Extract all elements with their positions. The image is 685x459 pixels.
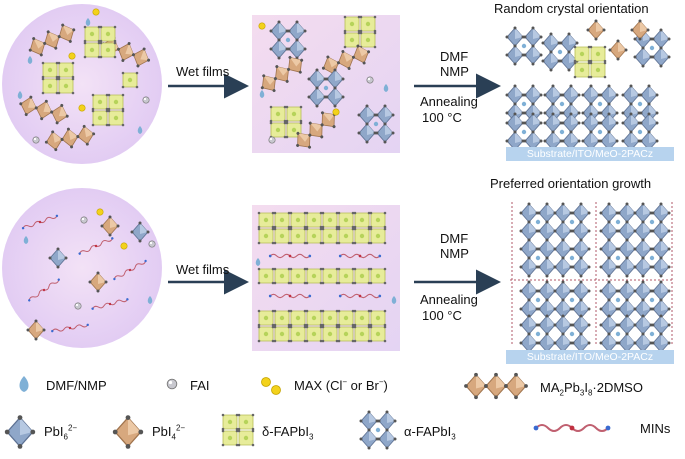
- legend-pbi6-label: PbI62−: [44, 423, 78, 442]
- fai-icon: [166, 378, 178, 390]
- pbi4-icon: [112, 414, 144, 450]
- top-result-title: Random crystal orientation: [494, 1, 649, 16]
- legend-delta-label: δ-FAPbI3: [262, 424, 314, 442]
- top-anneal-label-2: 100 °C: [422, 110, 462, 125]
- top-result-crystals: [506, 19, 671, 152]
- dmf-nmp-icon: [19, 376, 29, 392]
- bottom-substrate-label: Substrate/ITO/MeO-2PACz: [506, 350, 674, 364]
- top-wet-films-label: Wet films: [176, 64, 230, 79]
- max-icon: [261, 377, 281, 395]
- bottom-result-crystals: [506, 196, 674, 354]
- legend-pbi4-label: PbI42−: [152, 423, 186, 442]
- top-wet-film-panel: [252, 15, 400, 154]
- bottom-wet-films-label: Wet films: [176, 262, 230, 277]
- bottom-wet-film-panel: [252, 205, 400, 351]
- bottom-anneal-label-1: Annealing: [420, 292, 478, 307]
- bottom-anneal-label-2: 100 °C: [422, 308, 462, 323]
- top-solvent-label-2: NMP: [440, 64, 469, 79]
- legend-fai-label: FAI: [190, 378, 210, 393]
- top-substrate-label: Substrate/ITO/MeO-2PACz: [506, 147, 674, 161]
- top-precursor-circle: [2, 4, 162, 164]
- bottom-solvent-label-1: DMF: [440, 231, 469, 246]
- legend-dmf-nmp-label: DMF/NMP: [46, 378, 107, 393]
- legend-max-label: MAX (Cl− or Br−): [294, 377, 388, 393]
- legend-alpha-label: α-FAPbI3: [404, 424, 456, 442]
- legend-ma-pb-label: MA2Pb3I8·2DMSO: [540, 380, 643, 398]
- alpha-fapbi3-icon: [360, 411, 397, 450]
- delta-fapbi3-icon: [222, 414, 255, 447]
- top-solvent-label-1: DMF: [440, 49, 469, 64]
- bottom-result-title: Preferred orientation growth: [490, 176, 652, 191]
- legend-mins-label: MINs: [640, 421, 671, 436]
- bottom-solvent-label-2: NMP: [440, 246, 469, 261]
- top-anneal-label-1: Annealing: [420, 94, 478, 109]
- mins-icon: [532, 424, 612, 432]
- bottom-precursor-circle: [2, 188, 162, 348]
- ma-pb-chain-icon: [464, 373, 528, 399]
- pbi6-icon: [3, 414, 37, 450]
